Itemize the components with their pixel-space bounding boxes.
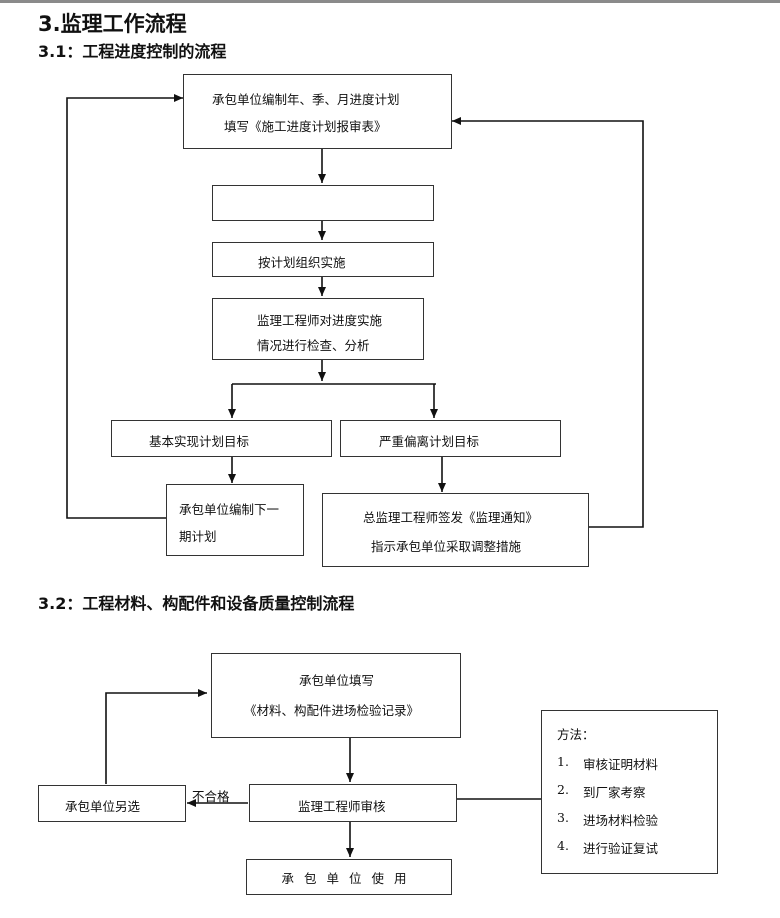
box-basic-text: 基本实现计划目标 [149,434,250,449]
box-methods: 方法： 1. 审核证明材料 2. 到厂家考察 3. 进场材料检验 4. 进行验证… [541,710,718,874]
method-item-2-text: 到厂家考察 [583,785,646,800]
loop-next-to-plan [66,94,183,519]
box-deviate-text: 严重偏离计划目标 [379,434,480,449]
box-plan: 承包单位编制年、季、月进度计划 填写《施工进度计划报审表》 [183,74,452,149]
box-fill: 承包单位填写 《材料、构配件进场检验记录》 [211,653,461,738]
method-item-4-num: 4. [557,838,569,853]
box-basic: 基本实现计划目标 [111,420,332,457]
box-alt-text: 承包单位另选 [65,799,141,814]
box-plan-line2: 填写《施工进度计划报审表》 [224,119,387,134]
label-fail: 不合格 [192,789,230,804]
method-item-4-text: 进行验证复试 [583,841,659,856]
box-notice-line1: 总监理工程师签发《监理通知》 [363,510,539,525]
box-fill-line2: 《材料、构配件进场检验记录》 [244,703,420,718]
box-notice-line2: 指示承包单位采取调整措施 [371,539,522,554]
box-fill-line1: 承包单位填写 [299,673,375,688]
method-item-1-text: 审核证明材料 [583,757,659,772]
box-deviate: 严重偏离计划目标 [340,420,561,457]
box-notice: 总监理工程师签发《监理通知》 指示承包单位采取调整措施 [322,493,589,567]
box-check-line2: 情况进行检查、分析 [257,338,370,353]
loop-alt-to-fill [105,689,207,784]
methods-title: 方法： [557,727,595,742]
section1-heading: 3.1：工程进度控制的流程 [38,42,227,61]
box-use: 承包单位使用 [246,859,452,895]
box-next-line1: 承包单位编制下一 [179,502,280,517]
box-organize-text: 按计划组织实施 [258,255,346,270]
method-item-1-num: 1. [557,754,569,769]
box-review-text: 监理工程师审核 [298,799,386,814]
method-item-3-num: 3. [557,810,569,825]
method-item-2-num: 2. [557,782,569,797]
box-check: 监理工程师对进度实施 情况进行检查、分析 [212,298,424,360]
top-rule [0,0,780,3]
section2-heading: 3.2：工程材料、构配件和设备质量控制流程 [38,594,355,613]
box-check-line1: 监理工程师对进度实施 [257,313,383,328]
box-organize: 按计划组织实施 [212,242,434,277]
box-empty [212,185,434,221]
box-plan-line1: 承包单位编制年、季、月进度计划 [212,92,400,107]
method-item-3-text: 进场材料检验 [583,813,659,828]
box-review: 监理工程师审核 [249,784,457,822]
box-use-text: 承包单位使用 [281,870,417,886]
loop-notice-to-plan [452,117,644,528]
box-next: 承包单位编制下一 期计划 [166,484,304,556]
box-alt: 承包单位另选 [38,785,186,822]
page-title: 3.监理工作流程 [38,12,187,36]
box-next-line2: 期计划 [179,529,217,544]
